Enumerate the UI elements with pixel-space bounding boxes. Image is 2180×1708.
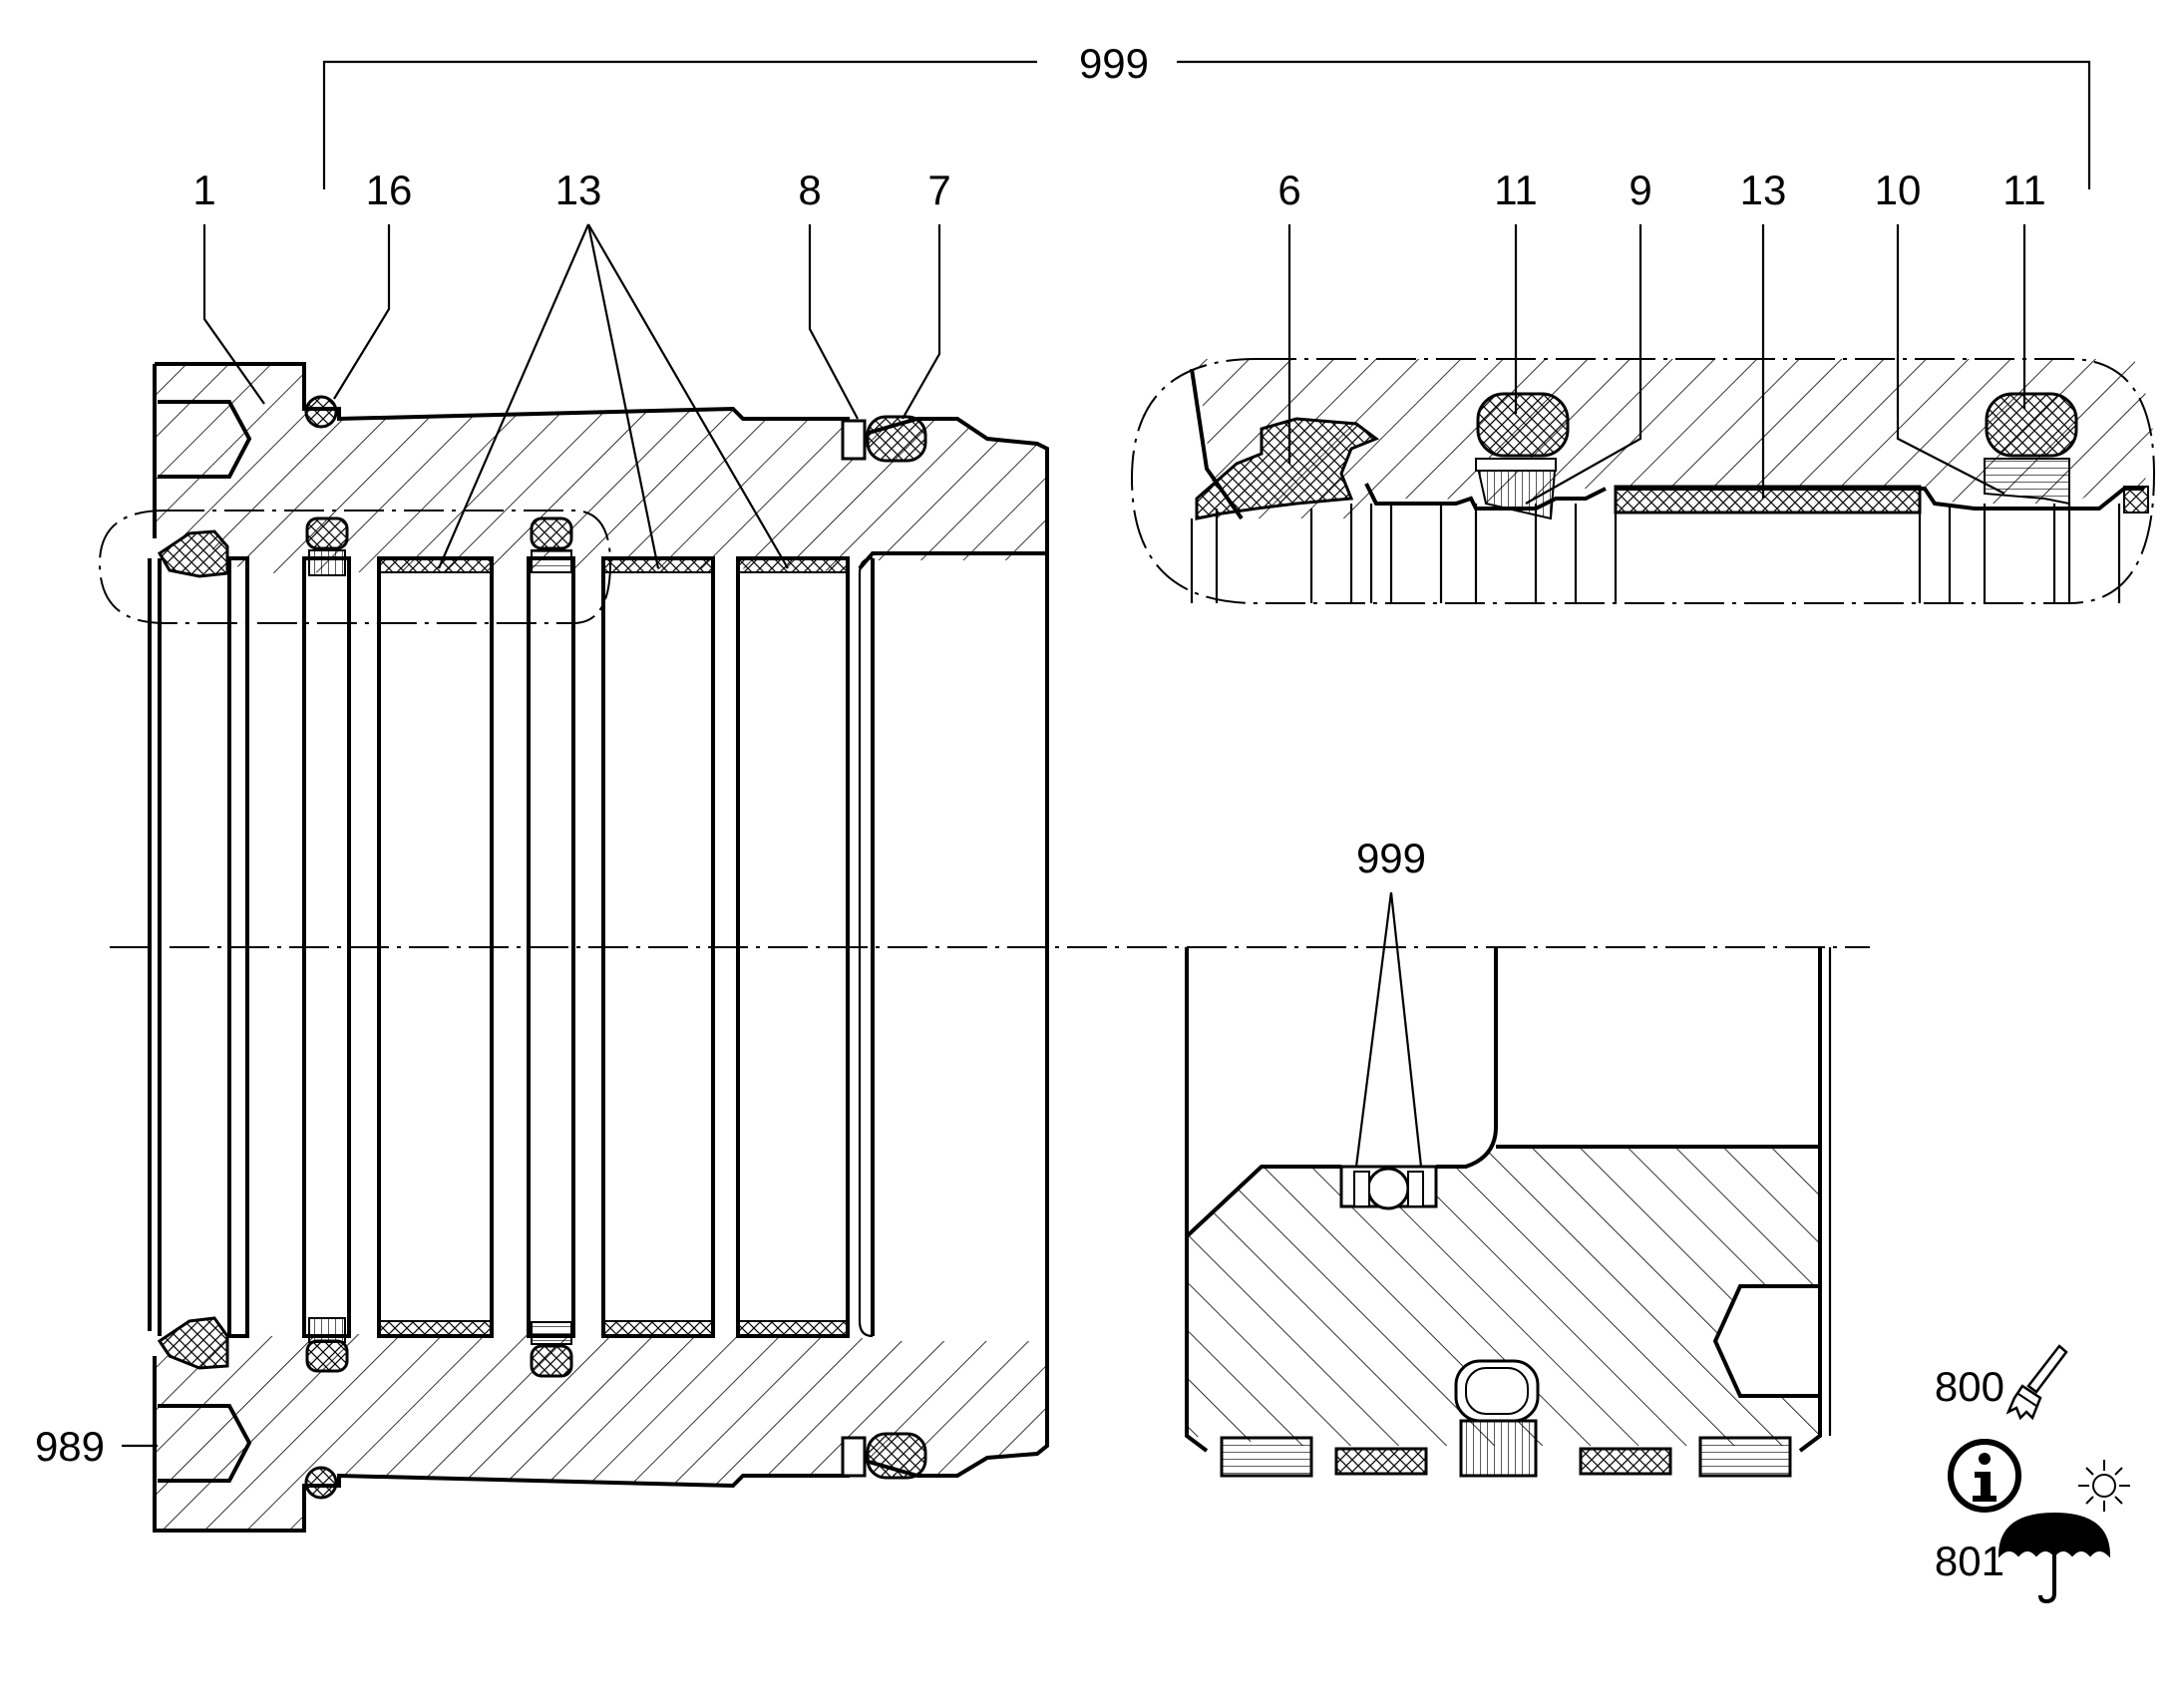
detail-callout-9: 9: [1629, 167, 1651, 213]
umbrella-sun-icon: [1998, 1460, 2130, 1604]
icon-legend: 800 801: [1935, 1344, 2130, 1604]
detail-view: 6 11 9 13 10 11: [1130, 167, 2156, 604]
label-800: 800: [1935, 1363, 2004, 1410]
groove-callout-999: 999: [1356, 835, 1426, 881]
callout-1: 1: [192, 167, 215, 213]
callout-13: 13: [555, 167, 602, 213]
label-801: 801: [1935, 1537, 2004, 1584]
detail-callout-11a: 11: [1494, 167, 1538, 213]
callout-8: 8: [798, 167, 821, 213]
top-bracket: 999: [322, 40, 2091, 189]
callout-7: 7: [927, 167, 950, 213]
detail-callout-13: 13: [1740, 167, 1787, 213]
detail-callout-10: 10: [1875, 167, 1922, 213]
detail-callout-11b: 11: [2002, 167, 2046, 213]
callout-989-group: 989: [35, 1423, 158, 1470]
bracket-label-999: 999: [1079, 40, 1149, 87]
detail-callout-6: 6: [1277, 167, 1300, 213]
callout-16: 16: [366, 167, 413, 213]
groove-detail: 999: [1185, 835, 1832, 1478]
left-callouts: 1 16 13 8 7: [192, 167, 951, 569]
info-icon: [1948, 1439, 2021, 1513]
brush-icon: [2005, 1344, 2068, 1421]
callout-989: 989: [35, 1423, 105, 1470]
